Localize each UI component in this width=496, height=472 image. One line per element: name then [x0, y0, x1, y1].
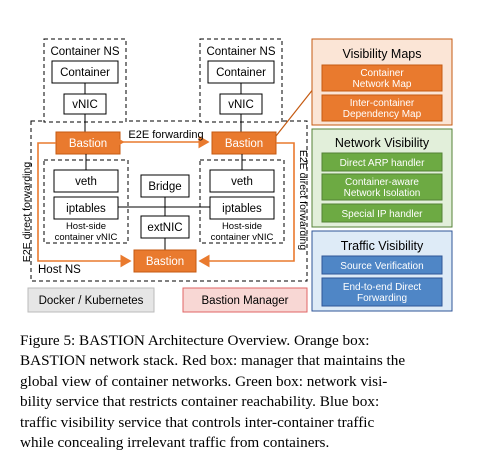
- caption-line: traffic visibility service that controls…: [20, 413, 375, 431]
- right-host-side-label-1: Host-side: [222, 221, 262, 232]
- left-container-ns-label: Container NS: [50, 46, 119, 58]
- bridge-label: Bridge: [148, 181, 181, 193]
- caption-line: bility service that restricts container …: [20, 393, 380, 411]
- left-iptables-box: [53, 196, 119, 220]
- direct-arp-handler-label: Direct ARP handler: [340, 158, 426, 169]
- caption-line: while concealing irrelevant traffic from…: [20, 434, 330, 452]
- docker-kubernetes-label: Docker / Kubernetes: [39, 295, 144, 307]
- dependency-map-line1: Inter-container: [350, 98, 415, 109]
- dependency-map-box: [321, 94, 443, 122]
- network-visibility-title: Network Visibility: [335, 136, 430, 150]
- right-vnic-label: vNIC: [228, 99, 254, 111]
- left-iptables-label: iptables: [66, 203, 106, 215]
- host-ns-box: [30, 120, 308, 282]
- source-verification-box: [321, 255, 443, 275]
- bastion-manager-label: Bastion Manager: [202, 295, 289, 307]
- e2e-direct-forwarding-box: [321, 277, 443, 307]
- right-veth-label: veth: [231, 176, 253, 188]
- bastion-manager-box: [182, 287, 308, 313]
- right-host-side-label-2: container vNIC: [211, 232, 274, 243]
- network-isolation-line2: Network Isolation: [344, 188, 421, 199]
- right-container-ns-label: Container NS: [206, 46, 275, 58]
- container-network-map-box: [321, 64, 443, 92]
- left-vnic-label: vNIC: [72, 99, 98, 111]
- direct-arp-handler-box: [321, 152, 443, 172]
- e2e-direct-forwarding-line1: End-to-end Direct: [343, 282, 422, 293]
- caption-line: BASTION network stack. Red box: manager …: [20, 352, 406, 370]
- container-network-map-line1: Container: [360, 68, 404, 79]
- left-host-side-label-2: container vNIC: [55, 232, 118, 243]
- dependency-map-line2: Dependency Map: [343, 109, 422, 120]
- traffic-visibility-title: Traffic Visibility: [341, 239, 424, 253]
- e2e-direct-left-label: E2E direct forwarding: [21, 162, 33, 263]
- left-veth-label: veth: [75, 176, 97, 188]
- right-container-label: Container: [216, 67, 266, 79]
- special-ip-handler-label: Special IP handler: [342, 209, 424, 220]
- right-iptables-label: iptables: [222, 203, 262, 215]
- e2e-direct-forwarding-line2: Forwarding: [357, 293, 407, 304]
- e2e-direct-right-arrow: [198, 142, 295, 268]
- visibility-maps-title: Visibility Maps: [343, 47, 422, 61]
- left-bastion-label: Bastion: [69, 138, 107, 150]
- e2e-forwarding-label: E2E forwarding: [128, 129, 203, 141]
- extnic-label: extNIC: [147, 222, 182, 234]
- left-container-label: Container: [60, 67, 110, 79]
- e2e-direct-left-arrow: [37, 142, 132, 268]
- e2e-direct-right-label: E2E direct forwarding: [297, 150, 309, 251]
- docker-kubernetes-box: [27, 287, 155, 313]
- caption-line: global view of container networks. Green…: [20, 372, 388, 390]
- caption-line: Figure 5: BASTION Architecture Overview.…: [20, 332, 370, 349]
- special-ip-handler-box: [321, 203, 443, 223]
- network-isolation-box: [321, 173, 443, 201]
- figure-caption: Figure 5: BASTION Architecture Overview.…: [20, 331, 478, 453]
- source-verification-label: Source Verification: [340, 261, 423, 272]
- center-bastion-box: [133, 249, 197, 273]
- host-ns-label: Host NS: [38, 264, 81, 276]
- left-host-side-label-1: Host-side: [66, 221, 106, 232]
- right-bastion-label: Bastion: [225, 138, 263, 150]
- center-bastion-label: Bastion: [146, 256, 184, 268]
- right-iptables-box: [209, 196, 275, 220]
- network-isolation-line1: Container-aware: [345, 177, 419, 188]
- container-network-map-line2: Network Map: [353, 79, 412, 90]
